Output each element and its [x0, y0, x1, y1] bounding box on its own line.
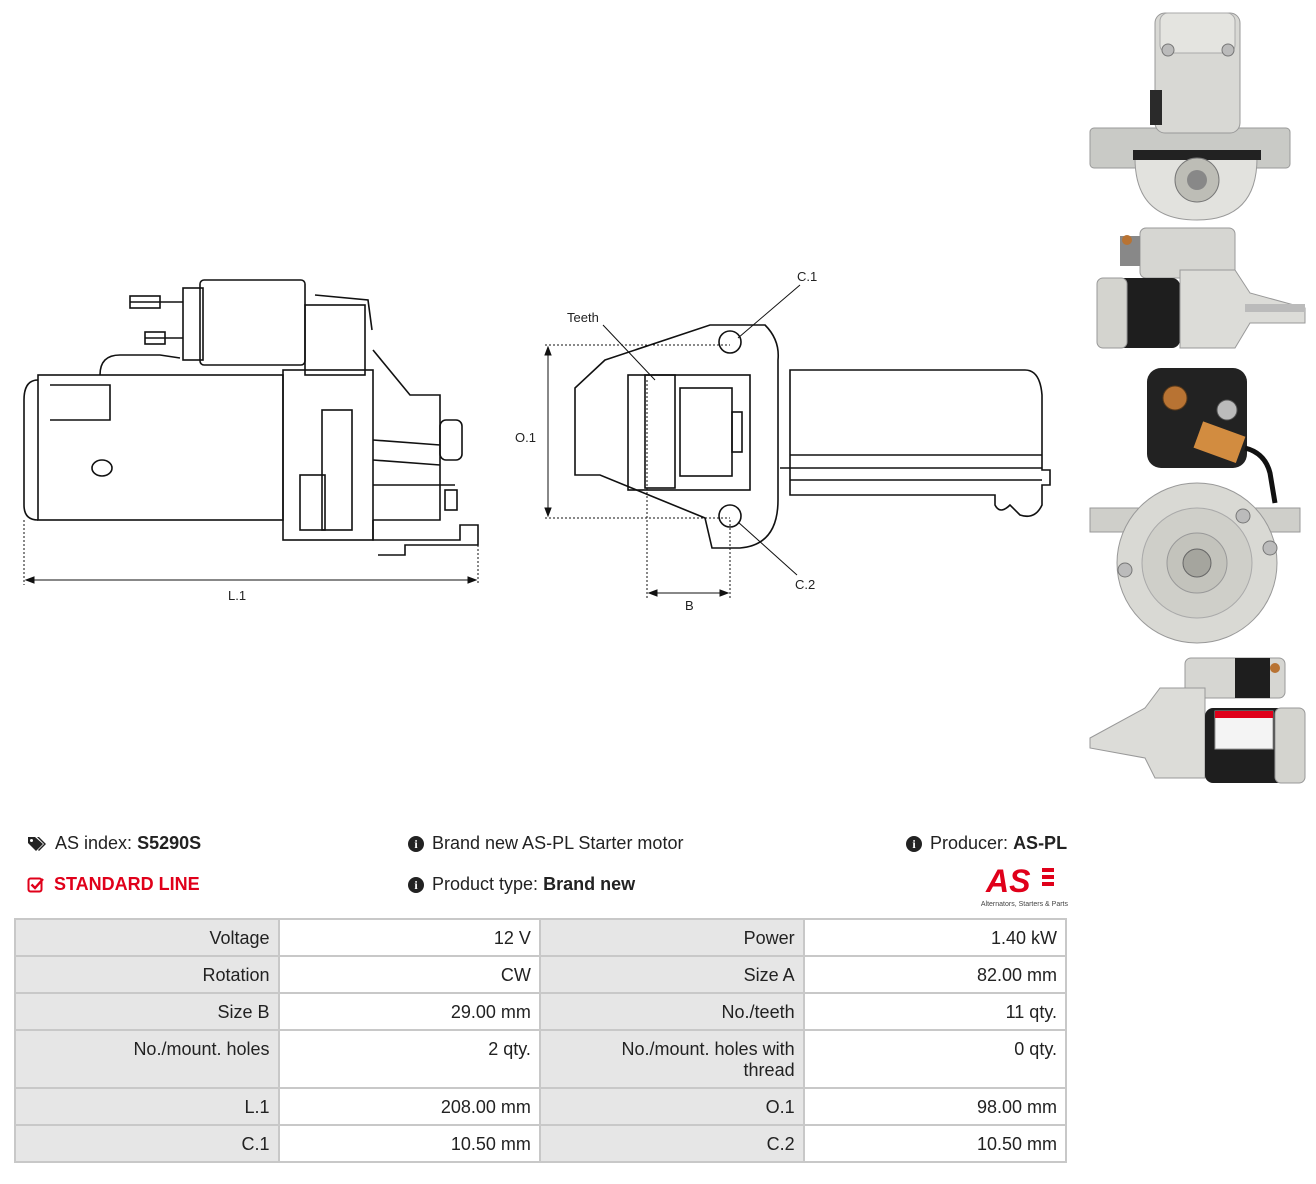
- label-c2: C.2: [795, 577, 815, 592]
- spec-label: Size B: [14, 992, 280, 1031]
- spec-value: 82.00 mm: [802, 955, 1068, 994]
- spec-label: Rotation: [14, 955, 280, 994]
- label-teeth: Teeth: [567, 310, 599, 325]
- table-row: Rotation CW Size A 82.00 mm: [14, 955, 1068, 994]
- spec-label: Size A: [538, 955, 805, 994]
- spec-label: Voltage: [14, 918, 280, 957]
- producer-label: Producer:: [930, 833, 1009, 853]
- description-row: i Brand new AS-PL Starter motor: [408, 833, 683, 854]
- spec-label: Power: [538, 918, 805, 957]
- spec-value: 10.50 mm: [802, 1124, 1068, 1163]
- producer-row: i Producer: AS-PL: [906, 833, 1067, 854]
- as-index-row: AS index: S5290S: [27, 833, 201, 854]
- label-o1: O.1: [515, 430, 536, 445]
- info-icon: i: [906, 835, 922, 852]
- check-square-icon: [27, 877, 44, 892]
- product-thumbnails: [1089, 12, 1306, 784]
- spec-value: 208.00 mm: [277, 1087, 541, 1126]
- standard-line-row: STANDARD LINE: [27, 874, 200, 895]
- as-pl-logo: AS Alternators, Starters & Parts: [962, 862, 1068, 908]
- label-l1: L.1: [228, 588, 246, 603]
- spec-value: 2 qty.: [277, 1029, 541, 1089]
- spec-label: C.1: [14, 1124, 280, 1163]
- thumbnail-rear-view[interactable]: [1089, 368, 1301, 644]
- thumbnail-side-view[interactable]: [1096, 227, 1306, 349]
- side-view-drawing: [23, 279, 479, 556]
- spec-label: No./mount. holes with thread: [538, 1029, 805, 1089]
- product-type-label: Product type:: [432, 874, 539, 894]
- as-index-value: S5290S: [137, 833, 202, 853]
- specifications-table: Voltage 12 V Power 1.40 kW Rotation CW S…: [14, 918, 1068, 1163]
- producer-value: AS-PL: [1013, 833, 1068, 853]
- spec-value: 98.00 mm: [802, 1087, 1068, 1126]
- info-icon: i: [408, 835, 424, 852]
- technical-drawing: L.1 C.1 C.2 Teeth O.1 B: [23, 269, 1051, 613]
- spec-label: C.2: [538, 1124, 805, 1163]
- spec-label: O.1: [538, 1087, 805, 1126]
- spec-value: 29.00 mm: [277, 992, 541, 1031]
- thumbnail-side-view-label[interactable]: [1089, 657, 1306, 784]
- spec-label: No./teeth: [538, 992, 805, 1031]
- label-c1: C.1: [797, 269, 817, 284]
- spec-value: 1.40 kW: [802, 918, 1068, 957]
- spec-label: No./mount. holes: [14, 1029, 280, 1089]
- spec-value: 10.50 mm: [277, 1124, 541, 1163]
- spec-value: CW: [277, 955, 541, 994]
- spec-value: 0 qty.: [802, 1029, 1068, 1089]
- spec-label: L.1: [14, 1087, 280, 1126]
- logo-text: AS: [985, 863, 1031, 896]
- product-description: Brand new AS-PL Starter motor: [432, 833, 684, 853]
- product-type-value: Brand new: [543, 874, 636, 894]
- tags-icon: [28, 836, 46, 851]
- spec-value: 12 V: [277, 918, 541, 957]
- table-row: L.1 208.00 mm O.1 98.00 mm: [14, 1087, 1068, 1126]
- flange-view-drawing: [574, 324, 1051, 549]
- as-logo-mark: AS: [985, 863, 1054, 899]
- info-icon: i: [408, 876, 424, 893]
- table-row: Voltage 12 V Power 1.40 kW: [14, 918, 1068, 957]
- spec-value: 11 qty.: [802, 992, 1068, 1031]
- as-index-label: AS index:: [55, 833, 133, 853]
- logo-tagline: Alternators, Starters & Parts: [980, 901, 1068, 908]
- table-row: C.1 10.50 mm C.2 10.50 mm: [14, 1124, 1068, 1163]
- label-b: B: [685, 598, 694, 613]
- table-row: No./mount. holes 2 qty. No./mount. holes…: [14, 1029, 1068, 1089]
- product-type-row: i Product type: Brand new: [408, 874, 635, 895]
- standard-line-label: STANDARD LINE: [54, 874, 200, 894]
- thumbnail-front-view[interactable]: [1089, 12, 1291, 221]
- table-row: Size B 29.00 mm No./teeth 11 qty.: [14, 992, 1068, 1031]
